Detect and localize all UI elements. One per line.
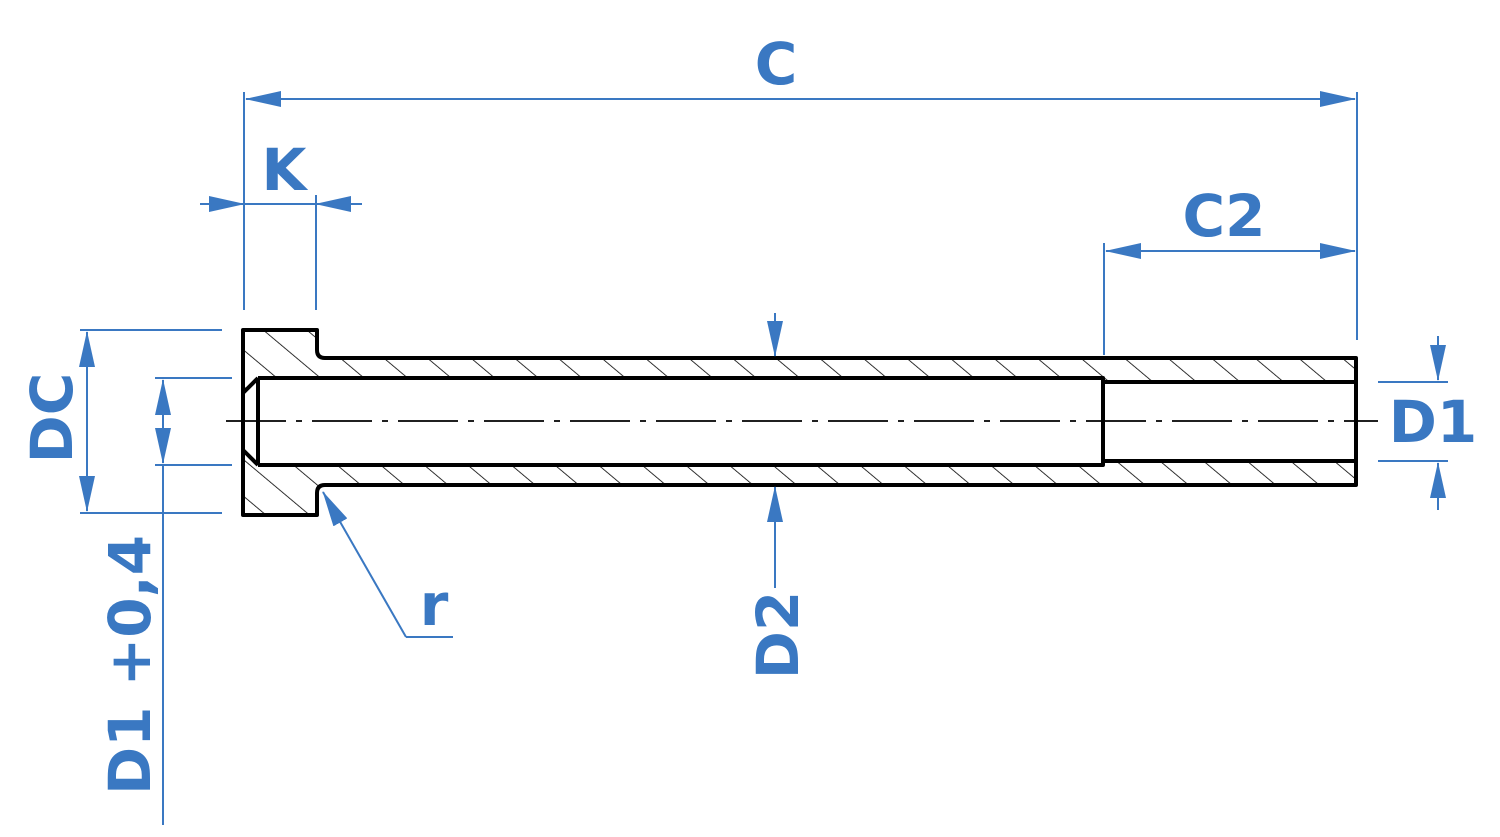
label-d1-right: D1 xyxy=(1389,388,1478,456)
label-k: K xyxy=(262,136,309,204)
dimension-d1-tolerance xyxy=(155,377,232,825)
part-outline xyxy=(241,328,1358,517)
label-d1-tolerance: D1 +0,4 xyxy=(96,535,164,795)
label-d2: D2 xyxy=(744,591,812,680)
label-r: r xyxy=(420,571,449,639)
dimension-radius xyxy=(322,491,453,638)
dimension-k xyxy=(200,195,362,310)
label-c: C xyxy=(755,30,798,98)
dimension-c2 xyxy=(1103,243,1356,355)
label-c2: C2 xyxy=(1183,182,1266,250)
dimension-d1-right xyxy=(1378,336,1448,510)
dimensions xyxy=(79,91,1448,825)
ejector-sleeve-section xyxy=(226,328,1378,517)
label-dc: DC xyxy=(18,373,86,464)
dimension-labels: C K C2 DC D1 +0,4 r D2 D1 xyxy=(18,30,1477,795)
dimension-dc xyxy=(79,329,222,514)
